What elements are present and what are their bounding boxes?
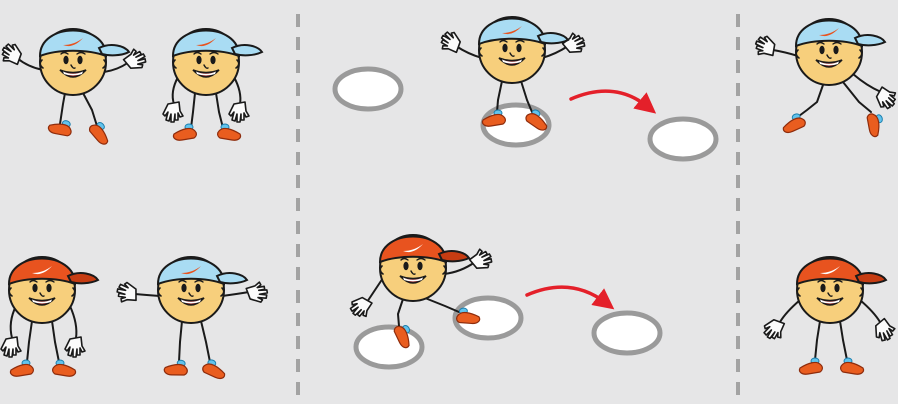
ring — [594, 313, 660, 353]
ring — [356, 327, 422, 367]
ring — [335, 69, 401, 109]
ring — [650, 119, 716, 159]
